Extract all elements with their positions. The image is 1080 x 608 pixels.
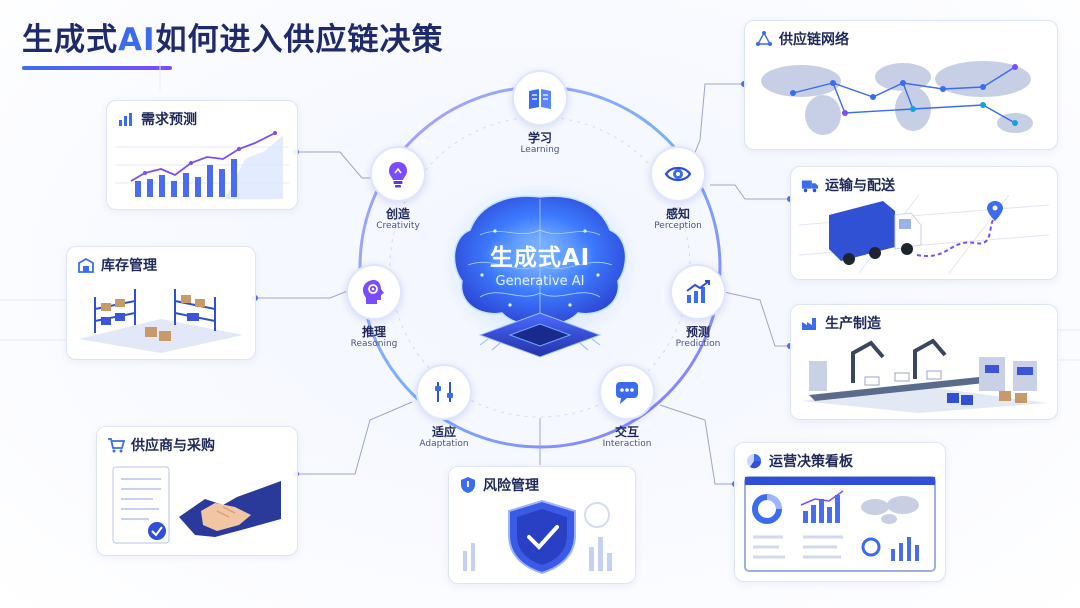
title-rest: 如何进入供应链决策 xyxy=(155,22,444,58)
cart-icon xyxy=(108,438,125,453)
title-ai: AI xyxy=(118,22,156,58)
node-learning[interactable]: 学习 Learning xyxy=(504,70,576,156)
card-network[interactable]: 供应链网络 xyxy=(744,20,1058,150)
book-icon xyxy=(529,89,551,109)
demand-chart-illustration xyxy=(115,131,289,199)
card-title: 需求预测 xyxy=(141,112,197,128)
shield-check-illustration xyxy=(463,499,612,575)
node-sublabel: Adaptation xyxy=(419,439,469,449)
card-inventory[interactable]: 库存管理 xyxy=(66,246,256,360)
pie-chart-icon xyxy=(747,454,762,469)
page-title-block: 生成式AI如何进入供应链决策 xyxy=(22,20,444,70)
card-supplier-procurement[interactable]: 供应商与采购 xyxy=(96,426,298,556)
node-creativity[interactable]: 创造 Creativity xyxy=(362,146,434,232)
page-title: 生成式AI如何进入供应链决策 xyxy=(22,20,444,60)
node-interaction[interactable]: 交互 Interaction xyxy=(591,364,663,450)
bar-chart-icon xyxy=(119,113,132,126)
node-perception[interactable]: 感知 Perception xyxy=(642,146,714,232)
card-title: 库存管理 xyxy=(101,258,157,274)
node-adaptation[interactable]: 适应 Adaptation xyxy=(408,364,480,450)
card-title: 运营决策看板 xyxy=(769,454,853,470)
card-manufacturing[interactable]: 生产制造 xyxy=(790,304,1058,420)
eye-icon xyxy=(664,166,692,182)
node-label: 交互 xyxy=(614,425,639,439)
node-sublabel: Interaction xyxy=(602,439,652,449)
head-brain-icon xyxy=(363,280,384,304)
factory-icon xyxy=(802,318,816,330)
node-label: 推理 xyxy=(361,325,386,339)
title-main: 生成式 xyxy=(22,22,118,58)
node-sublabel: Creativity xyxy=(376,221,420,231)
center-title: 生成式AI xyxy=(489,245,591,271)
node-prediction[interactable]: 预测 Prediction xyxy=(662,264,734,350)
node-label: 适应 xyxy=(431,425,456,439)
node-label: 感知 xyxy=(665,207,690,221)
warehouse-icon xyxy=(78,257,94,273)
center-subtitle: Generative AI xyxy=(495,274,585,289)
sliders-icon xyxy=(435,382,453,402)
center-brain-chip xyxy=(440,185,640,358)
card-demand-forecast[interactable]: 需求预测 xyxy=(106,100,298,210)
card-risk[interactable]: 风险管理 xyxy=(448,466,636,584)
truck-icon xyxy=(801,180,819,193)
rising-chart-icon xyxy=(686,280,710,303)
node-sublabel: Prediction xyxy=(675,339,721,349)
node-reasoning[interactable]: 推理 Reasoning xyxy=(338,264,410,350)
node-label: 创造 xyxy=(385,207,410,221)
card-transport[interactable]: 运输与配送 xyxy=(790,166,1058,280)
node-label: 预测 xyxy=(685,325,710,339)
card-title: 生产制造 xyxy=(825,316,881,332)
node-sublabel: Perception xyxy=(654,221,702,231)
card-title: 供应商与采购 xyxy=(131,438,215,454)
truck-route-illustration xyxy=(799,195,1049,273)
warehouse-illustration xyxy=(79,289,243,353)
node-sublabel: Learning xyxy=(520,145,560,155)
chat-bubble-icon xyxy=(616,382,638,404)
shield-icon xyxy=(461,477,475,493)
node-sublabel: Reasoning xyxy=(350,339,398,349)
title-underline xyxy=(22,66,172,70)
lightbulb-icon xyxy=(389,162,407,188)
card-title: 供应链网络 xyxy=(779,32,849,48)
node-label: 学习 xyxy=(527,131,552,145)
card-title: 运输与配送 xyxy=(825,178,895,194)
card-dashboard[interactable]: 运营决策看板 xyxy=(734,442,946,582)
handshake-contract-illustration xyxy=(112,466,281,544)
network-icon xyxy=(756,31,772,46)
card-title: 风险管理 xyxy=(483,478,539,494)
world-network-map xyxy=(761,61,1033,135)
dashboard-screen-illustration xyxy=(744,476,936,572)
center-label: 生成式AI Generative AI xyxy=(440,238,640,289)
factory-line-illustration xyxy=(801,338,1047,413)
